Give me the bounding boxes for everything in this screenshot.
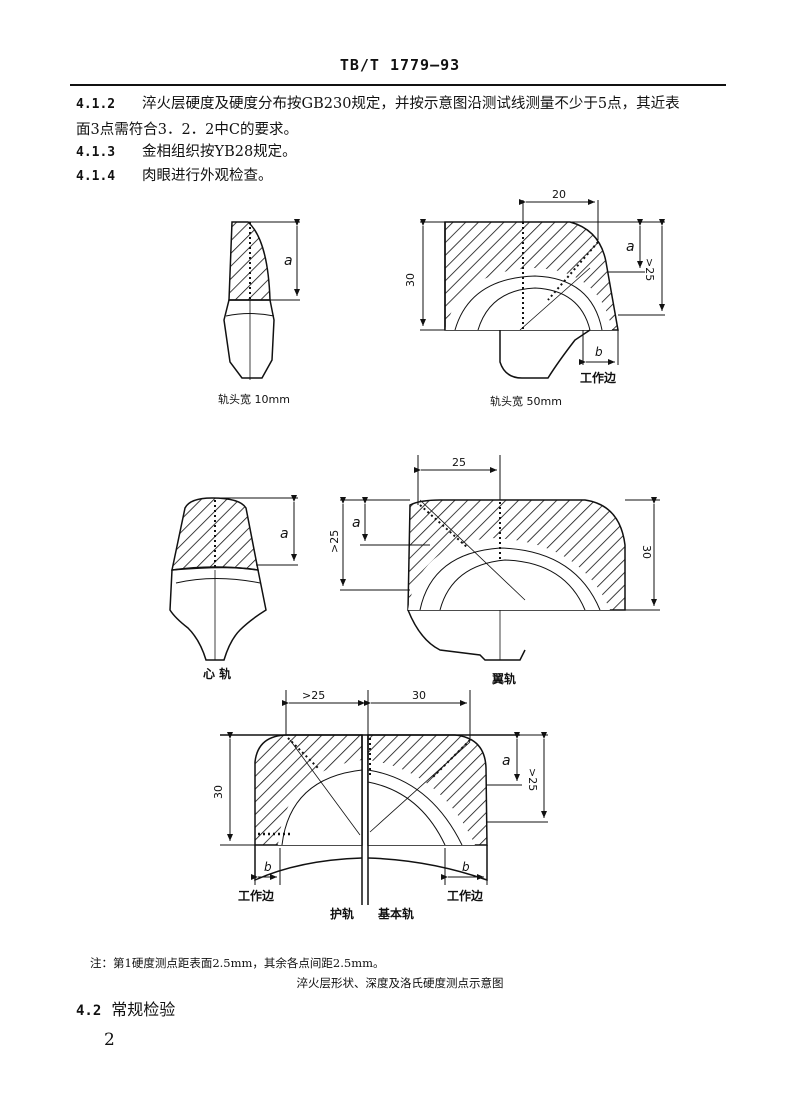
diagram-wing-rail: 25 a >25 30 翼轨 xyxy=(328,455,660,686)
clause-text: 肉眼进行外观检查。 xyxy=(142,168,273,184)
clause-number: 4.1.4 xyxy=(76,169,116,184)
diagram-frog-rail: a 心 轨 xyxy=(169,495,298,681)
label-work-edge-left: 工作边 xyxy=(238,888,275,903)
dim-gt25: >25 xyxy=(302,689,325,702)
dim-30: 30 xyxy=(412,689,426,702)
clause-4-1-2-cont: 面3点需符合3．2．2中C的要求。 xyxy=(76,122,298,138)
label-work-edge: 工作边 xyxy=(580,370,617,385)
clause-text: 金相组织按YB28规定。 xyxy=(142,144,297,160)
clause-number: 4.1.2 xyxy=(76,97,116,112)
label-guard: 护轨 xyxy=(330,906,354,921)
clause-number: 4.1.3 xyxy=(76,145,116,160)
dim-a: a xyxy=(352,515,361,531)
section-number: 4.2 xyxy=(76,1003,102,1019)
dim-a: a xyxy=(280,526,289,542)
dim-30: 30 xyxy=(404,273,417,287)
label-rail-10mm: 轨头宽 10mm xyxy=(218,392,290,406)
dim-20: 20 xyxy=(552,188,566,201)
figure-note: 注：第1硬度测点距表面2.5mm，其余各点间距2.5mm。 xyxy=(90,956,385,970)
dim-b: b xyxy=(462,860,470,874)
page-number: 2 xyxy=(104,1030,115,1050)
section-title: 常规检验 xyxy=(111,1000,176,1019)
diagram-rail-50mm: 20 30 a >25 b 工作边 轨头宽 50mm xyxy=(404,188,665,408)
header-rule xyxy=(70,84,726,86)
diagram-rail-10mm: a 轨头宽 10mm xyxy=(218,219,300,406)
dim-a: a xyxy=(284,253,293,269)
dim-b: b xyxy=(264,860,272,874)
label-stock: 基本轨 xyxy=(377,906,414,921)
dim-gt25: >25 xyxy=(643,258,656,281)
label-frog: 心 轨 xyxy=(203,666,231,681)
clause-4-1-2: 4.1.2 淬火层硬度及硬度分布按GB230规定，并按示意图沿测试线测量不少于5点… xyxy=(76,92,680,117)
clause-text: 淬火层硬度及硬度分布按GB230规定，并按示意图沿测试线测量不少于5点，其近表 xyxy=(142,96,680,112)
dim-25: 25 xyxy=(452,456,466,469)
label-rail-50mm: 轨头宽 50mm xyxy=(490,394,562,408)
dim-30: 30 xyxy=(640,545,653,559)
dim-30: 30 xyxy=(212,785,225,799)
standard-header: TB/T 1779—93 xyxy=(339,56,461,74)
figure-caption: 淬火层形状、深度及洛氏硬度测点示意图 xyxy=(296,976,504,990)
dim-b: b xyxy=(595,345,603,359)
label-wing: 翼轨 xyxy=(491,671,516,686)
dim-gt25: >25 xyxy=(526,768,539,791)
dim-a: a xyxy=(502,753,511,769)
section-4-2: 4.2 常规检验 xyxy=(76,996,175,1020)
clause-4-1-4: 4.1.4 肉眼进行外观检查。 xyxy=(76,164,273,189)
label-work-edge-right: 工作边 xyxy=(447,888,484,903)
diagram-guard-stock-rail: >25 30 30 a >25 b 工作边 b 工作边 护轨 基本轨 xyxy=(212,689,548,921)
clause-4-1-3: 4.1.3 金相组织按YB28规定。 xyxy=(76,140,297,165)
dim-gt25: >25 xyxy=(328,530,341,553)
dim-a: a xyxy=(626,239,635,255)
